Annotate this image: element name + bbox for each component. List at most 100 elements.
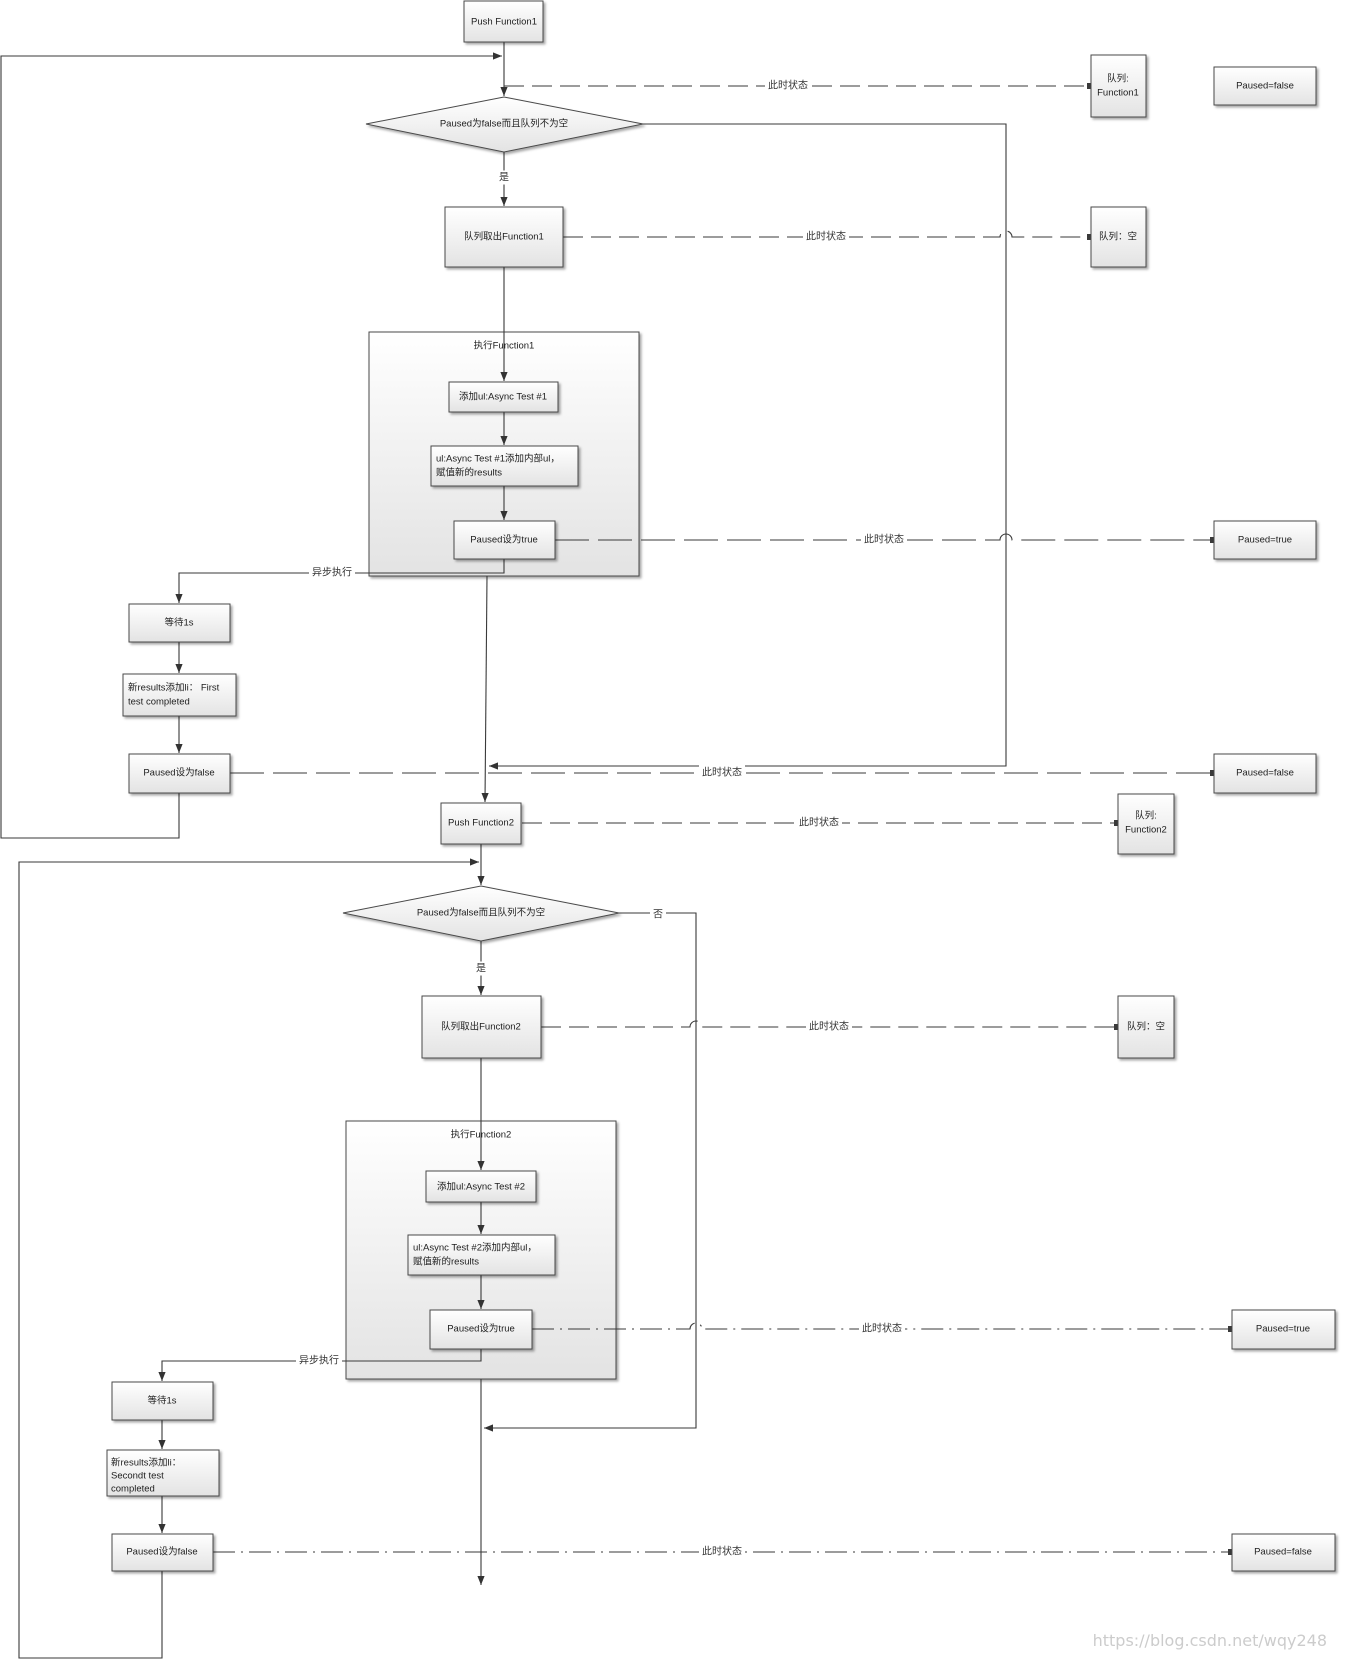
set-paused-false1-label: Paused设为false xyxy=(143,767,214,779)
add-li2-node xyxy=(106,1449,220,1497)
state-edge-endpoint xyxy=(1114,820,1120,826)
set-paused-true1-node xyxy=(453,520,556,560)
add-inner-ul2-node xyxy=(407,1234,556,1276)
state-edge-set-true1 xyxy=(555,533,1211,541)
paused-true-state2-node xyxy=(1231,1309,1336,1350)
paused-start-state-node xyxy=(1213,66,1317,106)
dequeue-function2-label: 队列取出Function2 xyxy=(441,1021,521,1033)
edge-condition1-no xyxy=(489,123,1007,770)
queue-empty-state1-label: 队列：空 xyxy=(1099,231,1137,243)
queue-state-function2-node xyxy=(1117,793,1175,855)
edge-label-background xyxy=(699,764,745,780)
queue-empty-state2-label: 队列：空 xyxy=(1127,1021,1165,1033)
add-inner-ul2-label-line2: 赋值新的results xyxy=(413,1256,479,1268)
execute-function1-group-label: 执行Function1 xyxy=(474,340,535,352)
queue-empty-state1-node xyxy=(1090,206,1147,268)
dequeue-function1-label: 队列取出Function1 xyxy=(464,231,544,243)
state-edge-set-false1-label: 此时状态 xyxy=(702,766,742,779)
edge-label-background xyxy=(803,228,849,244)
state-edge-dequeue2-label: 此时状态 xyxy=(809,1020,849,1033)
push-function1-node xyxy=(463,0,544,43)
condition2-diamond xyxy=(342,885,620,942)
add-inner-ul1-node xyxy=(430,445,579,487)
paused-true-state1-label: Paused=true xyxy=(1238,535,1292,546)
add-ul1-node xyxy=(448,381,559,413)
paused-true-state1-node xyxy=(1213,520,1317,560)
state-edge-endpoint xyxy=(1087,83,1093,89)
wait1-label: 等待1s xyxy=(164,617,193,629)
state-edge-endpoint xyxy=(1228,1326,1234,1332)
add-li1-label-line1: 新results添加li： First xyxy=(128,682,220,694)
add-li1-node xyxy=(122,673,237,717)
paused-false-state2-node xyxy=(1231,1533,1336,1572)
push-function2-node xyxy=(440,802,522,845)
edge-label-background xyxy=(765,77,811,93)
state-edge-endpoint xyxy=(1210,770,1216,776)
yes2-edge-label: 是 xyxy=(476,963,486,975)
add-inner-ul1-label-line1: ul:Async Test #1添加内部ul， xyxy=(436,453,560,465)
edge-group1-to-push2 xyxy=(481,575,489,803)
add-ul1-label: 添加ul:Async Test #1 xyxy=(459,392,547,403)
queue-state-function2-label-line1: 队列: xyxy=(1135,810,1157,822)
set-paused-true2-label: Paused设为true xyxy=(447,1323,515,1335)
edge-label-background xyxy=(861,531,907,547)
watermark-text: https://blog.csdn.net/wqy248 xyxy=(1093,1631,1327,1650)
set-paused-true1-label: Paused设为true xyxy=(470,534,538,546)
nodes-layer xyxy=(106,0,1336,1572)
add-ul2-node xyxy=(425,1170,537,1203)
dequeue-function2-node xyxy=(421,995,542,1059)
set-paused-true2-node xyxy=(429,1309,533,1350)
add-ul2-label: 添加ul:Async Test #2 xyxy=(437,1182,525,1193)
paused-false-state2-label: Paused=false xyxy=(1254,1547,1312,1558)
edge-label-background xyxy=(650,907,666,922)
queue-state-function2-label-line2: Function2 xyxy=(1125,825,1167,836)
edge-loop1-back-to-condition1 xyxy=(0,52,502,839)
paused-false-state1-label: Paused=false xyxy=(1236,768,1294,779)
no2-edge-label: 否 xyxy=(653,909,663,921)
condition2-label: Paused为false而且队列不为空 xyxy=(417,907,545,919)
state-edge-endpoint xyxy=(1114,1024,1120,1030)
add-inner-ul2-label-line1: ul:Async Test #2添加内部ul， xyxy=(413,1242,537,1254)
edge-label-background xyxy=(859,1320,905,1336)
edge-label-background xyxy=(796,814,842,830)
edge-label-background xyxy=(296,1352,342,1368)
yes1-edge-label: 是 xyxy=(499,172,509,184)
add-li2-label-line2: Secondt test xyxy=(111,1471,164,1482)
push-function1-label: Push Function1 xyxy=(471,17,537,28)
state-edge-set-false2-label: 此时状态 xyxy=(702,1545,742,1558)
labels-layer: Push Function1 Paused为false而且队列不为空 队列取出F… xyxy=(111,17,1327,1651)
wait2-node xyxy=(111,1381,214,1421)
dequeue-function1-node xyxy=(444,206,564,268)
async2-edge-label: 异步执行 xyxy=(299,1354,339,1367)
queue-state-function1-label-line2: Function1 xyxy=(1097,88,1139,99)
wait1-node xyxy=(128,603,231,643)
add-li2-label-line3: completed xyxy=(111,1484,155,1495)
state-edge-dequeue2 xyxy=(541,1020,1115,1028)
paused-true-state2-label: Paused=true xyxy=(1256,1324,1310,1335)
state-edge-set-true2-label: 此时状态 xyxy=(862,1322,902,1335)
push-function2-label: Push Function2 xyxy=(448,818,514,829)
state-edge-dequeue1 xyxy=(563,230,1088,238)
paused-start-state-label: Paused=false xyxy=(1236,81,1294,92)
state-edge-set-true2 xyxy=(532,1322,1229,1330)
condition1-label: Paused为false而且队列不为空 xyxy=(440,118,568,130)
state-edge-set-true1-label: 此时状态 xyxy=(864,533,904,546)
edge-label-background xyxy=(699,1543,745,1559)
state-edge-endpoint xyxy=(1087,234,1093,240)
set-paused-false2-node xyxy=(111,1533,214,1572)
condition1-diamond xyxy=(365,96,644,153)
edge-loop2-back-to-condition2 xyxy=(18,858,479,1659)
edge-label-background xyxy=(806,1018,852,1034)
async1-edge-label: 异步执行 xyxy=(312,566,352,579)
state-edge-dequeue1-label: 此时状态 xyxy=(806,230,846,243)
add-li2-label-line1: 新results添加li： xyxy=(111,1457,181,1469)
add-li1-label-line2: test completed xyxy=(128,697,190,708)
edge-label-background xyxy=(309,564,355,580)
edge-label-background xyxy=(496,170,512,185)
state-edge-endpoint xyxy=(1228,1549,1234,1555)
edge-label-background xyxy=(473,961,489,976)
queue-empty-state2-node xyxy=(1117,995,1175,1059)
queue-state-function1-node xyxy=(1090,54,1147,118)
paused-false-state1-node xyxy=(1213,753,1317,794)
queue-state-function1-label-line1: 队列: xyxy=(1107,73,1129,85)
